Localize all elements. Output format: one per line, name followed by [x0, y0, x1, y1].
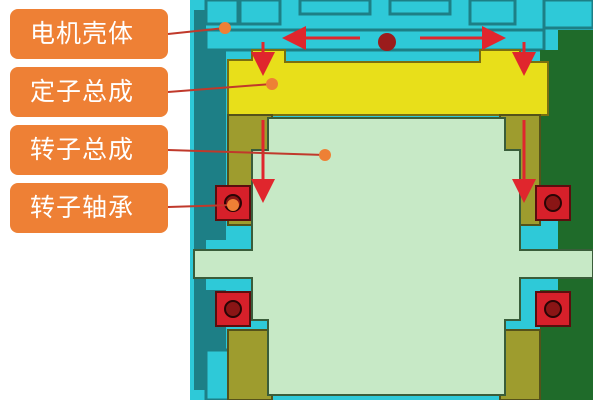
current-flow-arrows: [251, 26, 536, 203]
stator-assembly: [227, 49, 549, 116]
label-rotor-bearing: 转子轴承: [10, 183, 168, 233]
bearing-bottom-right: [535, 291, 571, 327]
label-motor-housing: 电机壳体: [10, 9, 168, 59]
outer-green-shell: [540, 0, 593, 400]
leader-dots: [219, 22, 331, 211]
bearing-bottom-left: [215, 291, 251, 327]
leader-lines: [167, 27, 326, 208]
label-rotor-assembly: 转子总成: [10, 125, 168, 175]
bearing-top-right: [535, 185, 571, 221]
label-stator-assembly: 定子总成: [10, 67, 168, 117]
